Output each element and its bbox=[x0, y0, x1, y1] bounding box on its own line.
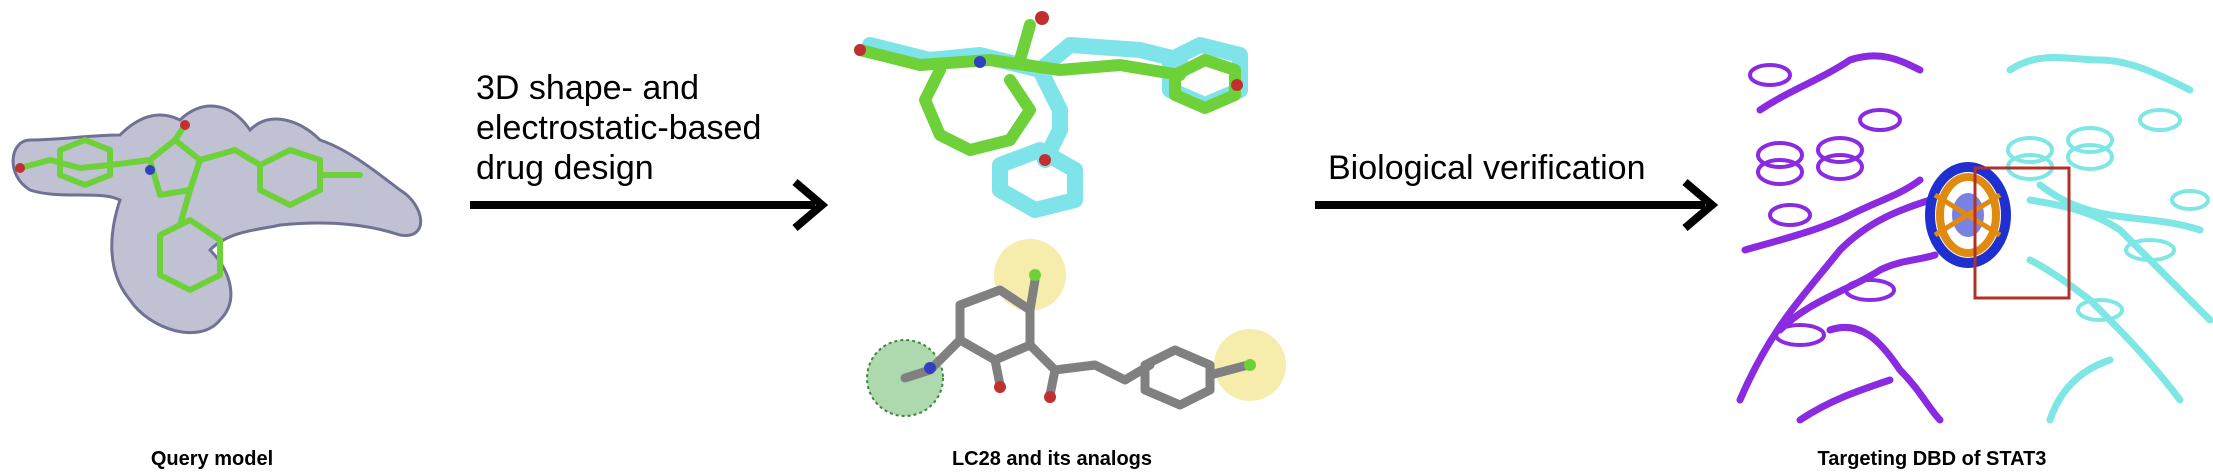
verification-arrow-label: Biological verification bbox=[1328, 149, 1646, 187]
verification-arrow bbox=[1315, 178, 1719, 232]
query-model-structure bbox=[11, 104, 423, 335]
cyan-monomer bbox=[2006, 54, 2213, 424]
pharmacophore-model bbox=[866, 239, 1286, 417]
analogs-caption: LC28 and its analogs bbox=[951, 448, 1153, 470]
lc28-sticks bbox=[900, 275, 1253, 410]
dbd-highlight-box bbox=[1973, 166, 2071, 300]
design-label-line-3: drug design bbox=[476, 149, 654, 187]
molecular-surface bbox=[11, 104, 423, 335]
purple-monomer bbox=[1736, 52, 1944, 424]
target-caption: Targeting DBD of STAT3 bbox=[1817, 448, 2047, 470]
design-label-line-2: electrostatic-based bbox=[476, 109, 762, 147]
purple-helices bbox=[1748, 63, 1902, 347]
stat3-protein-structure bbox=[1736, 52, 2213, 424]
design-arrow bbox=[470, 178, 829, 232]
query-model-caption: Query model bbox=[150, 448, 274, 470]
green-ligand bbox=[854, 19, 1241, 156]
query-ligand-bonds bbox=[17, 122, 363, 293]
overlay-structures bbox=[854, 11, 1248, 218]
design-arrow-label: 3D shape- and electrostatic-based drug d… bbox=[476, 68, 761, 188]
design-label-line-1: 3D shape- and bbox=[476, 69, 700, 107]
dna-duplex bbox=[1925, 162, 2011, 268]
